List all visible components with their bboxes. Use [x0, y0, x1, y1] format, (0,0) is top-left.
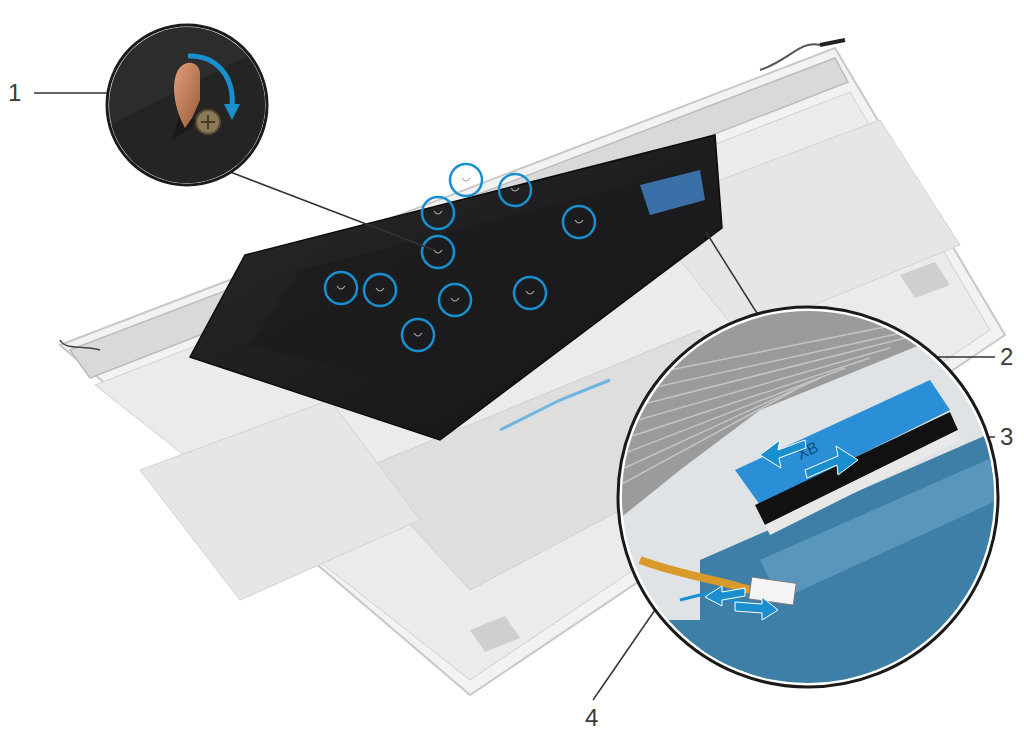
- art-path: [414, 333, 422, 336]
- art-path: [575, 220, 583, 223]
- art-polygon: [735, 597, 778, 620]
- art-circle: [422, 197, 454, 229]
- art-path: [60, 340, 100, 350]
- art-circle: [450, 164, 482, 196]
- art-g: [100, 20, 280, 200]
- art-path: [434, 211, 442, 214]
- art-polygon: [140, 400, 420, 600]
- art-path: [526, 291, 534, 294]
- art-polygon: [618, 305, 960, 520]
- art-line: [34, 92, 110, 94]
- art-path: [201, 115, 215, 129]
- art-path: [462, 178, 470, 181]
- magnified-view-connectors: XB: [618, 305, 998, 690]
- callout-number: 3: [1000, 425, 1013, 449]
- art-line: [620, 330, 915, 395]
- art-polygon: [190, 135, 722, 440]
- screw-circles: [325, 164, 595, 351]
- art-rect: [100, 20, 280, 200]
- art-line: [225, 170, 434, 250]
- screw-marks: [337, 178, 583, 336]
- art-line: [935, 356, 995, 358]
- callout-number: 4: [585, 706, 598, 730]
- art-circle: [325, 272, 357, 304]
- magnified-view-tape: [100, 20, 280, 200]
- art-g: [705, 440, 858, 620]
- art-line: [620, 320, 920, 380]
- art-circle: [563, 206, 595, 238]
- art-path: [188, 56, 232, 108]
- art-path: [760, 44, 820, 70]
- art-circle: [514, 277, 546, 309]
- callout-number: 1: [8, 81, 21, 105]
- art-path: [511, 188, 519, 191]
- palmrest-assembly: [60, 40, 1005, 695]
- art-polygon: [760, 440, 806, 468]
- art-path: [376, 288, 384, 291]
- art-line: [620, 348, 890, 425]
- keyboard: [190, 135, 722, 440]
- art-circle: [402, 319, 434, 351]
- art-polygon: [100, 40, 280, 200]
- art-rect: [620, 620, 770, 690]
- art-polygon: [900, 262, 950, 298]
- art-circle: [422, 236, 454, 268]
- art-path: [174, 63, 200, 128]
- callout-number: 2: [1000, 345, 1013, 369]
- art-circle: [499, 174, 531, 206]
- art-polygon: [755, 412, 958, 525]
- art-path: [434, 250, 442, 253]
- art-path: [820, 40, 845, 45]
- art-path: [640, 560, 750, 590]
- art-circle: [364, 274, 396, 306]
- art-circle: [439, 284, 471, 316]
- art-line: [706, 232, 760, 318]
- art-path: [451, 298, 459, 301]
- art-path: [500, 380, 610, 430]
- art-rect: [749, 577, 797, 605]
- art-polygon: [224, 104, 240, 120]
- art-polygon: [640, 170, 705, 215]
- art-g: XB: [618, 305, 998, 690]
- art-polygon: [805, 446, 858, 478]
- art-polygon: [470, 616, 520, 652]
- art-path: [337, 286, 345, 289]
- art-polygon: [250, 170, 695, 395]
- art-circle: [196, 110, 220, 134]
